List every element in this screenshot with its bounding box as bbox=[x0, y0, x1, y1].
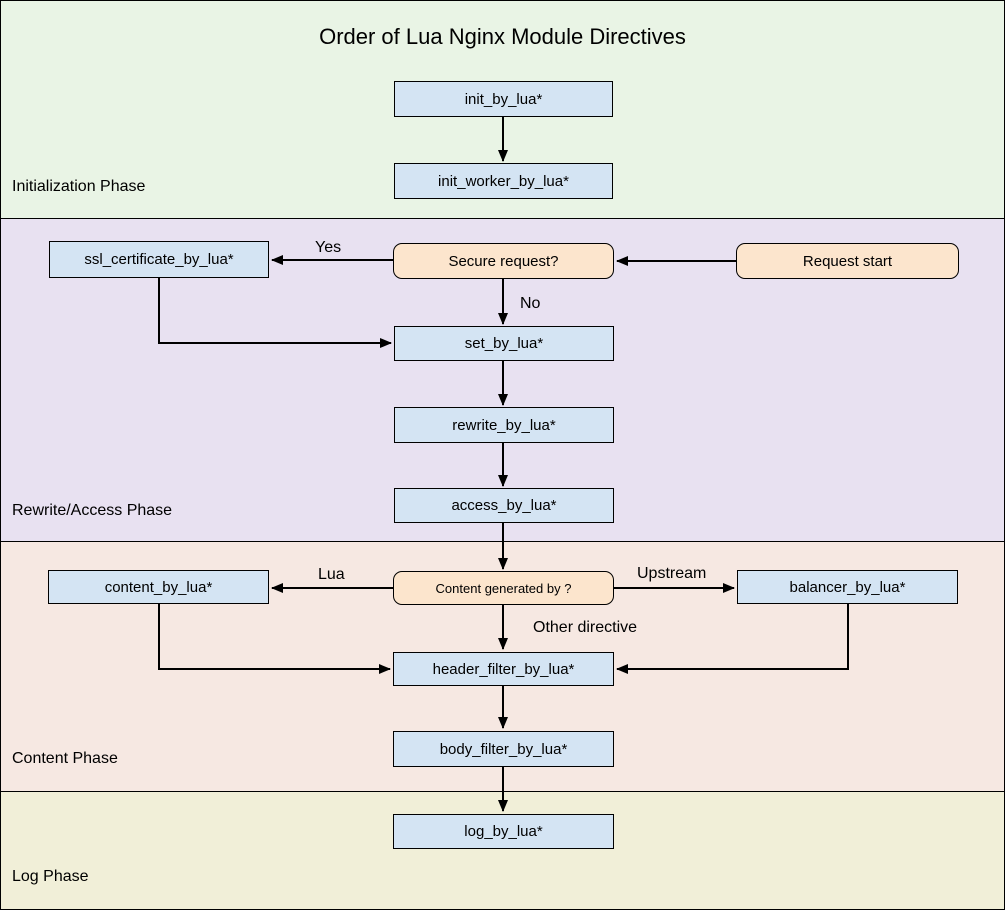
phase-label-content: Content Phase bbox=[12, 750, 118, 767]
node-header-filter-by-lua: header_filter_by_lua* bbox=[393, 652, 614, 686]
node-label: Content generated by ? bbox=[435, 580, 572, 596]
node-rewrite-by-lua: rewrite_by_lua* bbox=[394, 407, 614, 443]
node-label: content_by_lua* bbox=[104, 578, 213, 596]
node-ssl-certificate-by-lua: ssl_certificate_by_lua* bbox=[49, 241, 269, 278]
node-init-worker-by-lua: init_worker_by_lua* bbox=[394, 163, 613, 199]
edge-label-lua: Lua bbox=[318, 566, 345, 583]
node-content-generated-decision: Content generated by ? bbox=[393, 571, 614, 605]
phase-label-initialization: Initialization Phase bbox=[12, 178, 146, 195]
node-log-by-lua: log_by_lua* bbox=[393, 814, 614, 849]
edge-label-upstream: Upstream bbox=[637, 565, 707, 582]
node-label: header_filter_by_lua* bbox=[432, 660, 575, 678]
node-init-by-lua: init_by_lua* bbox=[394, 81, 613, 117]
node-label: access_by_lua* bbox=[451, 497, 557, 514]
node-label: log_by_lua* bbox=[464, 823, 543, 840]
node-label: rewrite_by_lua* bbox=[452, 416, 556, 434]
edge-label-yes: Yes bbox=[315, 239, 342, 256]
node-label: ssl_certificate_by_lua* bbox=[84, 251, 234, 268]
node-set-by-lua: set_by_lua* bbox=[394, 326, 614, 361]
diagram-title: Order of Lua Nginx Module Directives bbox=[319, 24, 686, 49]
phase-label-rewrite-access: Rewrite/Access Phase bbox=[12, 502, 173, 519]
node-access-by-lua: access_by_lua* bbox=[394, 488, 614, 523]
node-label: init_worker_by_lua* bbox=[438, 172, 569, 190]
node-content-by-lua: content_by_lua* bbox=[48, 570, 269, 604]
node-body-filter-by-lua: body_filter_by_lua* bbox=[393, 731, 614, 767]
node-request-start: Request start bbox=[736, 243, 959, 279]
node-label: Secure request? bbox=[448, 252, 559, 270]
phase-band-log bbox=[1, 792, 1004, 909]
phase-label-log: Log Phase bbox=[12, 868, 89, 885]
node-label: init_by_lua* bbox=[464, 90, 543, 108]
node-balancer-by-lua: balancer_by_lua* bbox=[737, 570, 958, 604]
edge-label-other-directive: Other directive bbox=[533, 619, 638, 636]
node-secure-request-decision: Secure request? bbox=[393, 243, 614, 279]
node-label: body_filter_by_lua* bbox=[439, 740, 568, 758]
node-label: balancer_by_lua* bbox=[789, 578, 906, 596]
edge-label-no: No bbox=[520, 295, 541, 312]
node-label: set_by_lua* bbox=[464, 335, 544, 352]
node-label: Request start bbox=[802, 252, 893, 270]
